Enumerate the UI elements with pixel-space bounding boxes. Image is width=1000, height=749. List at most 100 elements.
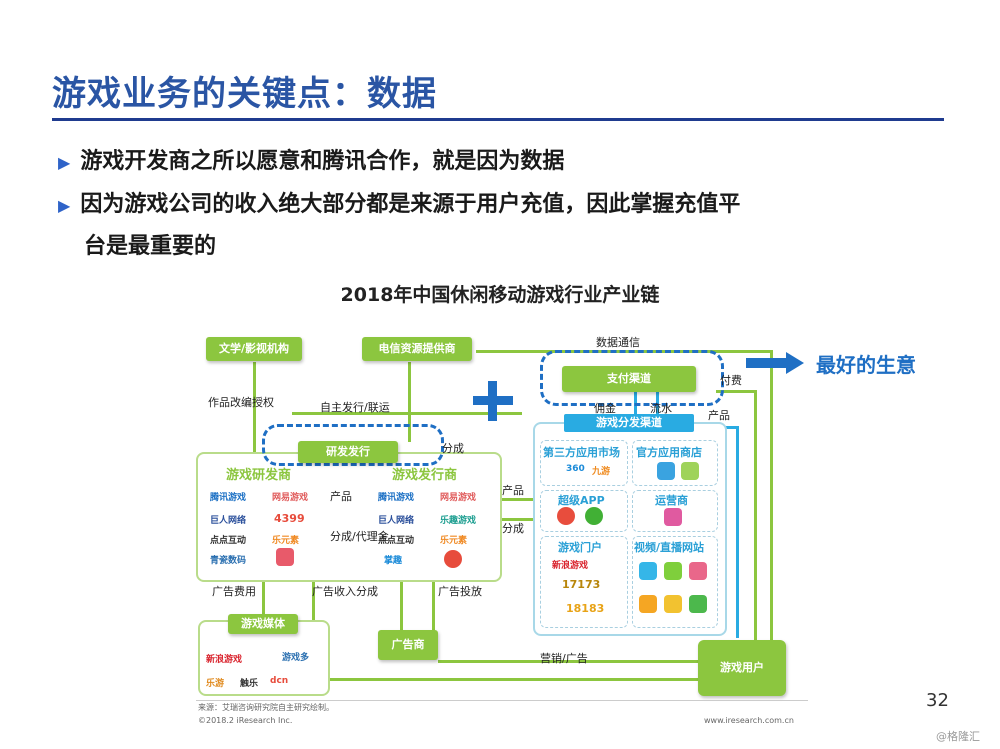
- channel-third-party-market: [540, 440, 628, 486]
- plus-icon-vertical: [488, 381, 497, 421]
- video-app-icon: [639, 562, 657, 580]
- channel-portal-label: 游戏门户: [558, 541, 602, 554]
- source-note: 来源：艾瑞咨询研究院自主研究绘制。: [198, 703, 334, 712]
- live-app-icon: [639, 595, 657, 613]
- edge-label-license: 作品改编授权: [208, 396, 274, 409]
- node-game-developer: 游戏研发商: [226, 468, 292, 483]
- connector-line: [292, 412, 522, 415]
- app-store-icon: [657, 462, 675, 480]
- connector-line: [716, 390, 756, 393]
- live-app-icon: [689, 595, 707, 613]
- video-app-icon: [689, 562, 707, 580]
- wechat-icon: [585, 507, 603, 525]
- edge-label-self-publish: 自主发行/联运: [320, 401, 390, 414]
- connector-line: [400, 578, 403, 630]
- connector-line: [498, 498, 534, 501]
- bullet-1-text: 游戏开发商之所以愿意和腾讯合作，就是因为数据: [80, 149, 565, 174]
- connector-line: [253, 362, 256, 454]
- logo-sina-game: 新浪游戏: [552, 561, 589, 571]
- video-app-icon: [664, 562, 682, 580]
- connector-line: [754, 390, 757, 640]
- weibo-icon: [557, 507, 575, 525]
- node-game-publisher: 游戏发行商: [392, 468, 458, 483]
- channel-super-app: [540, 490, 628, 532]
- edge-label-commission: 佣金: [594, 402, 616, 415]
- logo-360: 360: [566, 464, 585, 474]
- bullet-2-continued: 台是最重要的: [84, 234, 217, 259]
- page-number: 32: [926, 690, 949, 711]
- connector-line: [330, 678, 698, 681]
- channel-third-party-label: 第三方应用市场: [543, 446, 620, 459]
- arrow-shaft: [746, 358, 786, 368]
- channel-game-portal: [540, 536, 628, 628]
- edge-label-share-dist: 分成: [502, 522, 524, 535]
- game-logo-icon: [444, 550, 462, 568]
- copyright: ©2018.2 iResearch Inc.: [198, 716, 293, 725]
- logo-jiuyou: 九游: [592, 467, 611, 477]
- logo-youxiduo: 游戏多: [282, 653, 310, 663]
- logo-lequ: 乐趣游戏: [440, 516, 477, 526]
- callout-best-business: 最好的生意: [816, 353, 916, 377]
- logo-leyuansu: 乐元素: [440, 536, 468, 546]
- channel-operator-label: 运营商: [655, 494, 688, 507]
- live-app-icon: [664, 595, 682, 613]
- node-game-media: 游戏媒体: [228, 614, 298, 634]
- connector-line: [408, 362, 411, 442]
- logo-leyou: 乐游: [206, 679, 225, 689]
- channel-official-label: 官方应用商店: [636, 446, 702, 459]
- node-payment-channel: 支付渠道: [562, 366, 696, 392]
- logo-leyuansu: 乐元素: [272, 536, 300, 546]
- edge-label-flow: 流水: [650, 402, 672, 415]
- edge-label-product-right: 产品: [708, 409, 730, 422]
- edge-label-ad-placement: 广告投放: [438, 585, 482, 598]
- edge-label-product-dist: 产品: [502, 484, 524, 497]
- edge-label-share-top: 分成: [442, 442, 464, 455]
- bullet-2-text: 因为游戏公司的收入绝大部分都是来源于用户充值，因此掌握充值平: [80, 192, 741, 217]
- logo-qingci: 青瓷数码: [210, 556, 247, 566]
- connector-line: [432, 578, 435, 630]
- edge-label-ad-revenue: 广告收入分成: [312, 585, 378, 598]
- arrow-right-icon: [786, 352, 804, 374]
- bullet-1: ▶ 游戏开发商之所以愿意和腾讯合作，就是因为数据: [58, 143, 564, 175]
- edge-label-product-mid: 产品: [330, 490, 352, 503]
- channel-official-store: [632, 440, 718, 486]
- logo-zhidian: 点点互动: [210, 536, 247, 546]
- bullet-triangle-icon: ▶: [58, 196, 71, 215]
- logo-giant-network: 巨人网络: [378, 516, 415, 526]
- bullet-2: ▶ 因为游戏公司的收入绝大部分都是来源于用户充值，因此掌握充值平: [58, 186, 740, 218]
- title-divider: [52, 118, 944, 121]
- node-telecom-provider: 电信资源提供商: [362, 337, 472, 361]
- logo-17173: 17173: [562, 578, 601, 591]
- slide-title: 游戏业务的关键点：数据: [52, 74, 437, 114]
- logo-4399: 4399: [274, 512, 305, 525]
- logo-netease-games: 网易游戏: [272, 493, 309, 503]
- logo-netease-games: 网易游戏: [440, 493, 477, 503]
- operator-store-icon: [664, 508, 682, 526]
- connector-line: [312, 578, 315, 620]
- channel-super-app-label: 超级APP: [558, 494, 605, 507]
- logo-chuka: 触乐: [240, 679, 259, 689]
- edge-label-marketing: 营销/广告: [540, 652, 588, 665]
- highlight-payment-dashed: [540, 350, 724, 406]
- logo-zhidian: 点点互动: [378, 536, 415, 546]
- edge-label-share-mid: 分成/代理金: [330, 530, 389, 543]
- highlight-publishing-dashed: [262, 424, 444, 466]
- edge-label-ad-fee: 广告费用: [212, 585, 256, 598]
- logo-dcn: dcn: [270, 676, 289, 686]
- node-literature-film: 文学/影视机构: [206, 337, 302, 361]
- bullet-triangle-icon: ▶: [58, 153, 71, 172]
- game-logo-icon: [276, 548, 294, 566]
- android-store-icon: [681, 462, 699, 480]
- logo-zhangqu: 掌趣: [384, 556, 403, 566]
- node-research-publishing: 研发发行: [298, 441, 398, 463]
- connector-line: [770, 350, 773, 642]
- watermark: @格隆汇: [936, 730, 980, 743]
- logo-sina-game: 新浪游戏: [206, 655, 243, 665]
- logo-18183: 18183: [566, 602, 605, 615]
- logo-giant-network: 巨人网络: [210, 516, 247, 526]
- node-game-users: 游戏用户: [698, 640, 786, 696]
- edge-label-data-comm: 数据通信: [596, 336, 640, 349]
- connector-line: [262, 578, 265, 620]
- connector-line: [736, 426, 739, 638]
- connector-line: [498, 518, 534, 521]
